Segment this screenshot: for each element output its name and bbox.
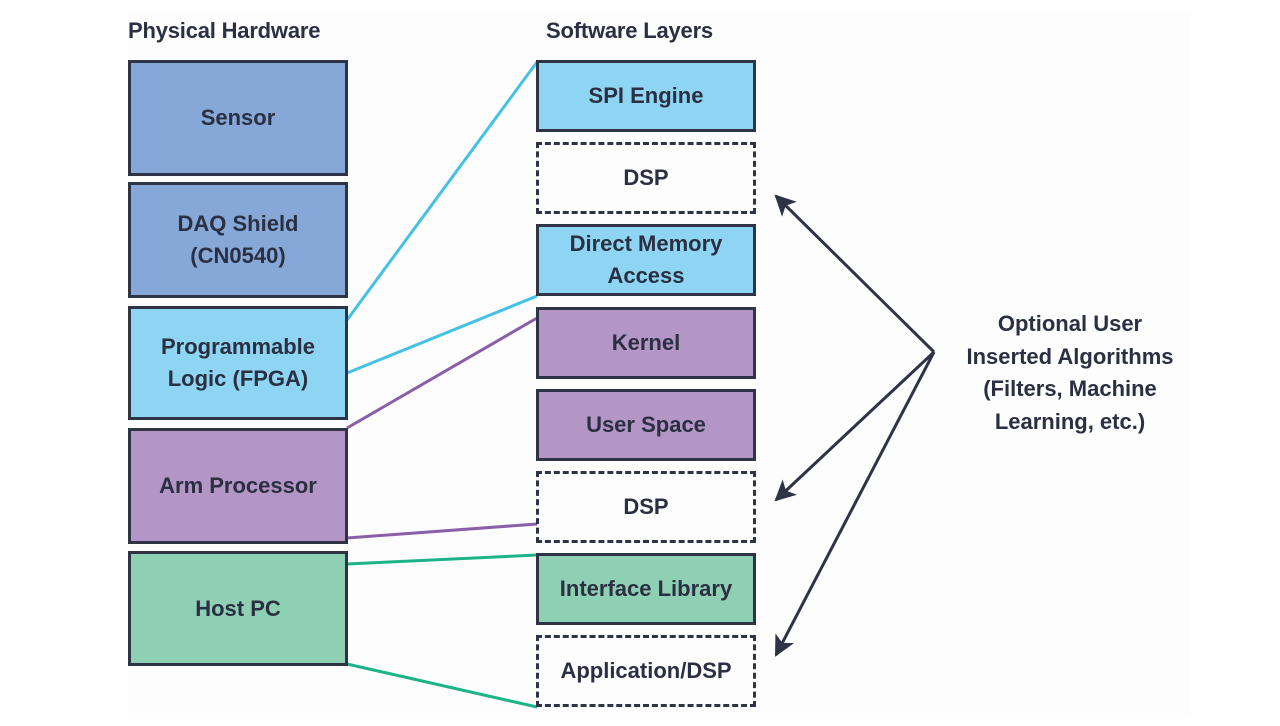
annotation-line: Inserted Algorithms (966, 343, 1174, 369)
software-dsp-optional-2: DSP (536, 471, 756, 543)
physical-hardware-heading: Physical Hardware (128, 18, 321, 43)
software-spi-engine: SPI Engine (536, 60, 756, 132)
software-user-space: User Space (536, 389, 756, 461)
optional-algorithms-annotation: Optional User Inserted Algorithms (Filte… (940, 308, 1200, 438)
software-direct-memory-access: Direct Memory Access (536, 224, 756, 296)
software-layers-heading: Software Layers (546, 18, 713, 43)
annotation-line: Optional User (997, 311, 1143, 336)
software-kernel: Kernel (536, 307, 756, 379)
hardware-arm-processor: Arm Processor (128, 428, 348, 544)
hardware-sensor: Sensor (128, 60, 348, 176)
hardware-fpga: Programmable Logic (FPGA) (128, 306, 348, 420)
software-application-dsp-optional: Application/DSP (536, 635, 756, 707)
annotation-line: (Filters, Machine (983, 376, 1157, 401)
software-dsp-optional-1: DSP (536, 142, 756, 214)
hardware-daq-shield: DAQ Shield (CN0540) (128, 182, 348, 298)
annotation-line: Learning, etc.) (994, 408, 1146, 434)
software-interface-library: Interface Library (536, 553, 756, 625)
hardware-host-pc: Host PC (128, 551, 348, 666)
